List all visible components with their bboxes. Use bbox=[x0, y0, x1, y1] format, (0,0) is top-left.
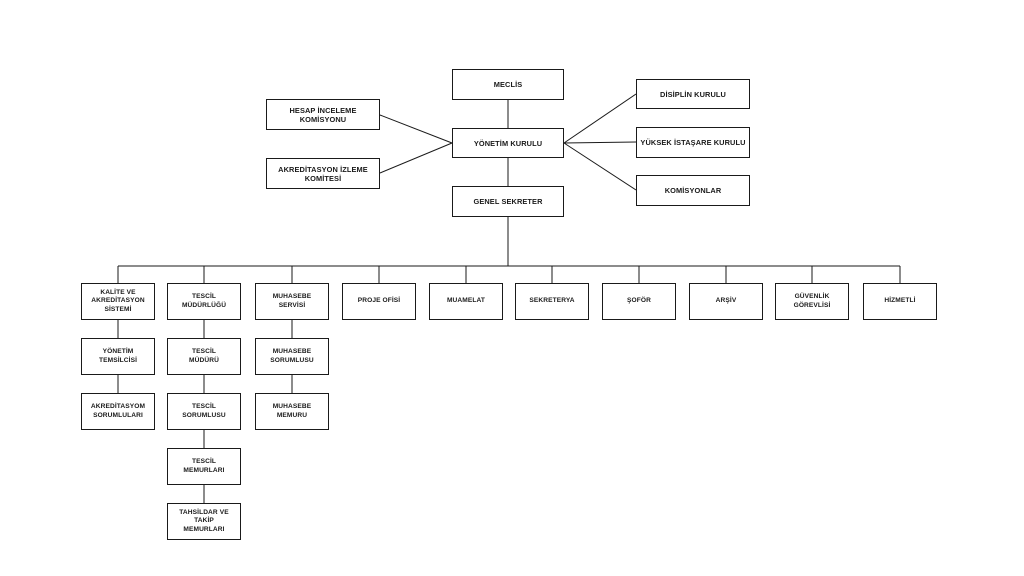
node-arsiv: ARŞİV bbox=[689, 283, 763, 320]
node-proje-ofisi: PROJE OFİSİ bbox=[342, 283, 416, 320]
node-genel-sekreter: GENEL SEKRETER bbox=[452, 186, 564, 217]
node-muhasebe-sorumlusu: MUHASEBE SORUMLUSU bbox=[255, 338, 329, 375]
connector-yuksek-istisare bbox=[563, 141, 637, 144]
connector-komisyonlar bbox=[563, 142, 637, 191]
node-guvenlik-gorevlisi: GÜVENLİK GÖREVLİSİ bbox=[775, 283, 849, 320]
node-disiplin-kurulu: DİSİPLİN KURULU bbox=[636, 79, 750, 109]
node-komisyonlar: KOMİSYONLAR bbox=[636, 175, 750, 206]
node-tahsildar-takip-memurlari: TAHSİLDAR VE TAKİP MEMURLARI bbox=[167, 503, 241, 540]
node-yonetim-temsilcisi: YÖNETİM TEMSİLCİSİ bbox=[81, 338, 155, 375]
connector-disiplin bbox=[563, 93, 637, 144]
node-akreditasyon-izleme: AKREDİTASYON İZLEME KOMİTESİ bbox=[266, 158, 380, 189]
connector-akreditasyon-izleme bbox=[379, 142, 453, 174]
node-tescil-sorumlusu: TESCİL SORUMLUSU bbox=[167, 393, 241, 430]
node-tescil-muduru: TESCİL MÜDÜRÜ bbox=[167, 338, 241, 375]
node-hizmetli: HİZMETLİ bbox=[863, 283, 937, 320]
node-muhasebe-memuru: MUHASEBE MEMURU bbox=[255, 393, 329, 430]
node-sekreterya: SEKRETERYA bbox=[515, 283, 589, 320]
node-tescil-memurlari: TESCİL MEMURLARI bbox=[167, 448, 241, 485]
node-sofor: ŞOFÖR bbox=[602, 283, 676, 320]
node-tescil-mudurlugu: TESCİL MÜDÜRLÜĞÜ bbox=[167, 283, 241, 320]
node-muhasebe-servisi: MUHASEBE SERVİSİ bbox=[255, 283, 329, 320]
node-kalite-akreditasyon: KALİTE VE AKREDİTASYON SİSTEMİ bbox=[81, 283, 155, 320]
node-akreditasyon-sorumlulari: AKREDİTASYOM SORUMLULARI bbox=[81, 393, 155, 430]
node-yuksek-istisare-kurulu: YÜKSEK İSTAŞARE KURULU bbox=[636, 127, 750, 158]
node-muamelat: MUAMELAT bbox=[429, 283, 503, 320]
connector-hesap bbox=[379, 114, 453, 144]
node-yonetim-kurulu: YÖNETİM KURULU bbox=[452, 128, 564, 158]
node-hesap-inceleme: HESAP İNCELEME KOMİSYONU bbox=[266, 99, 380, 130]
node-meclis: MECLİS bbox=[452, 69, 564, 100]
